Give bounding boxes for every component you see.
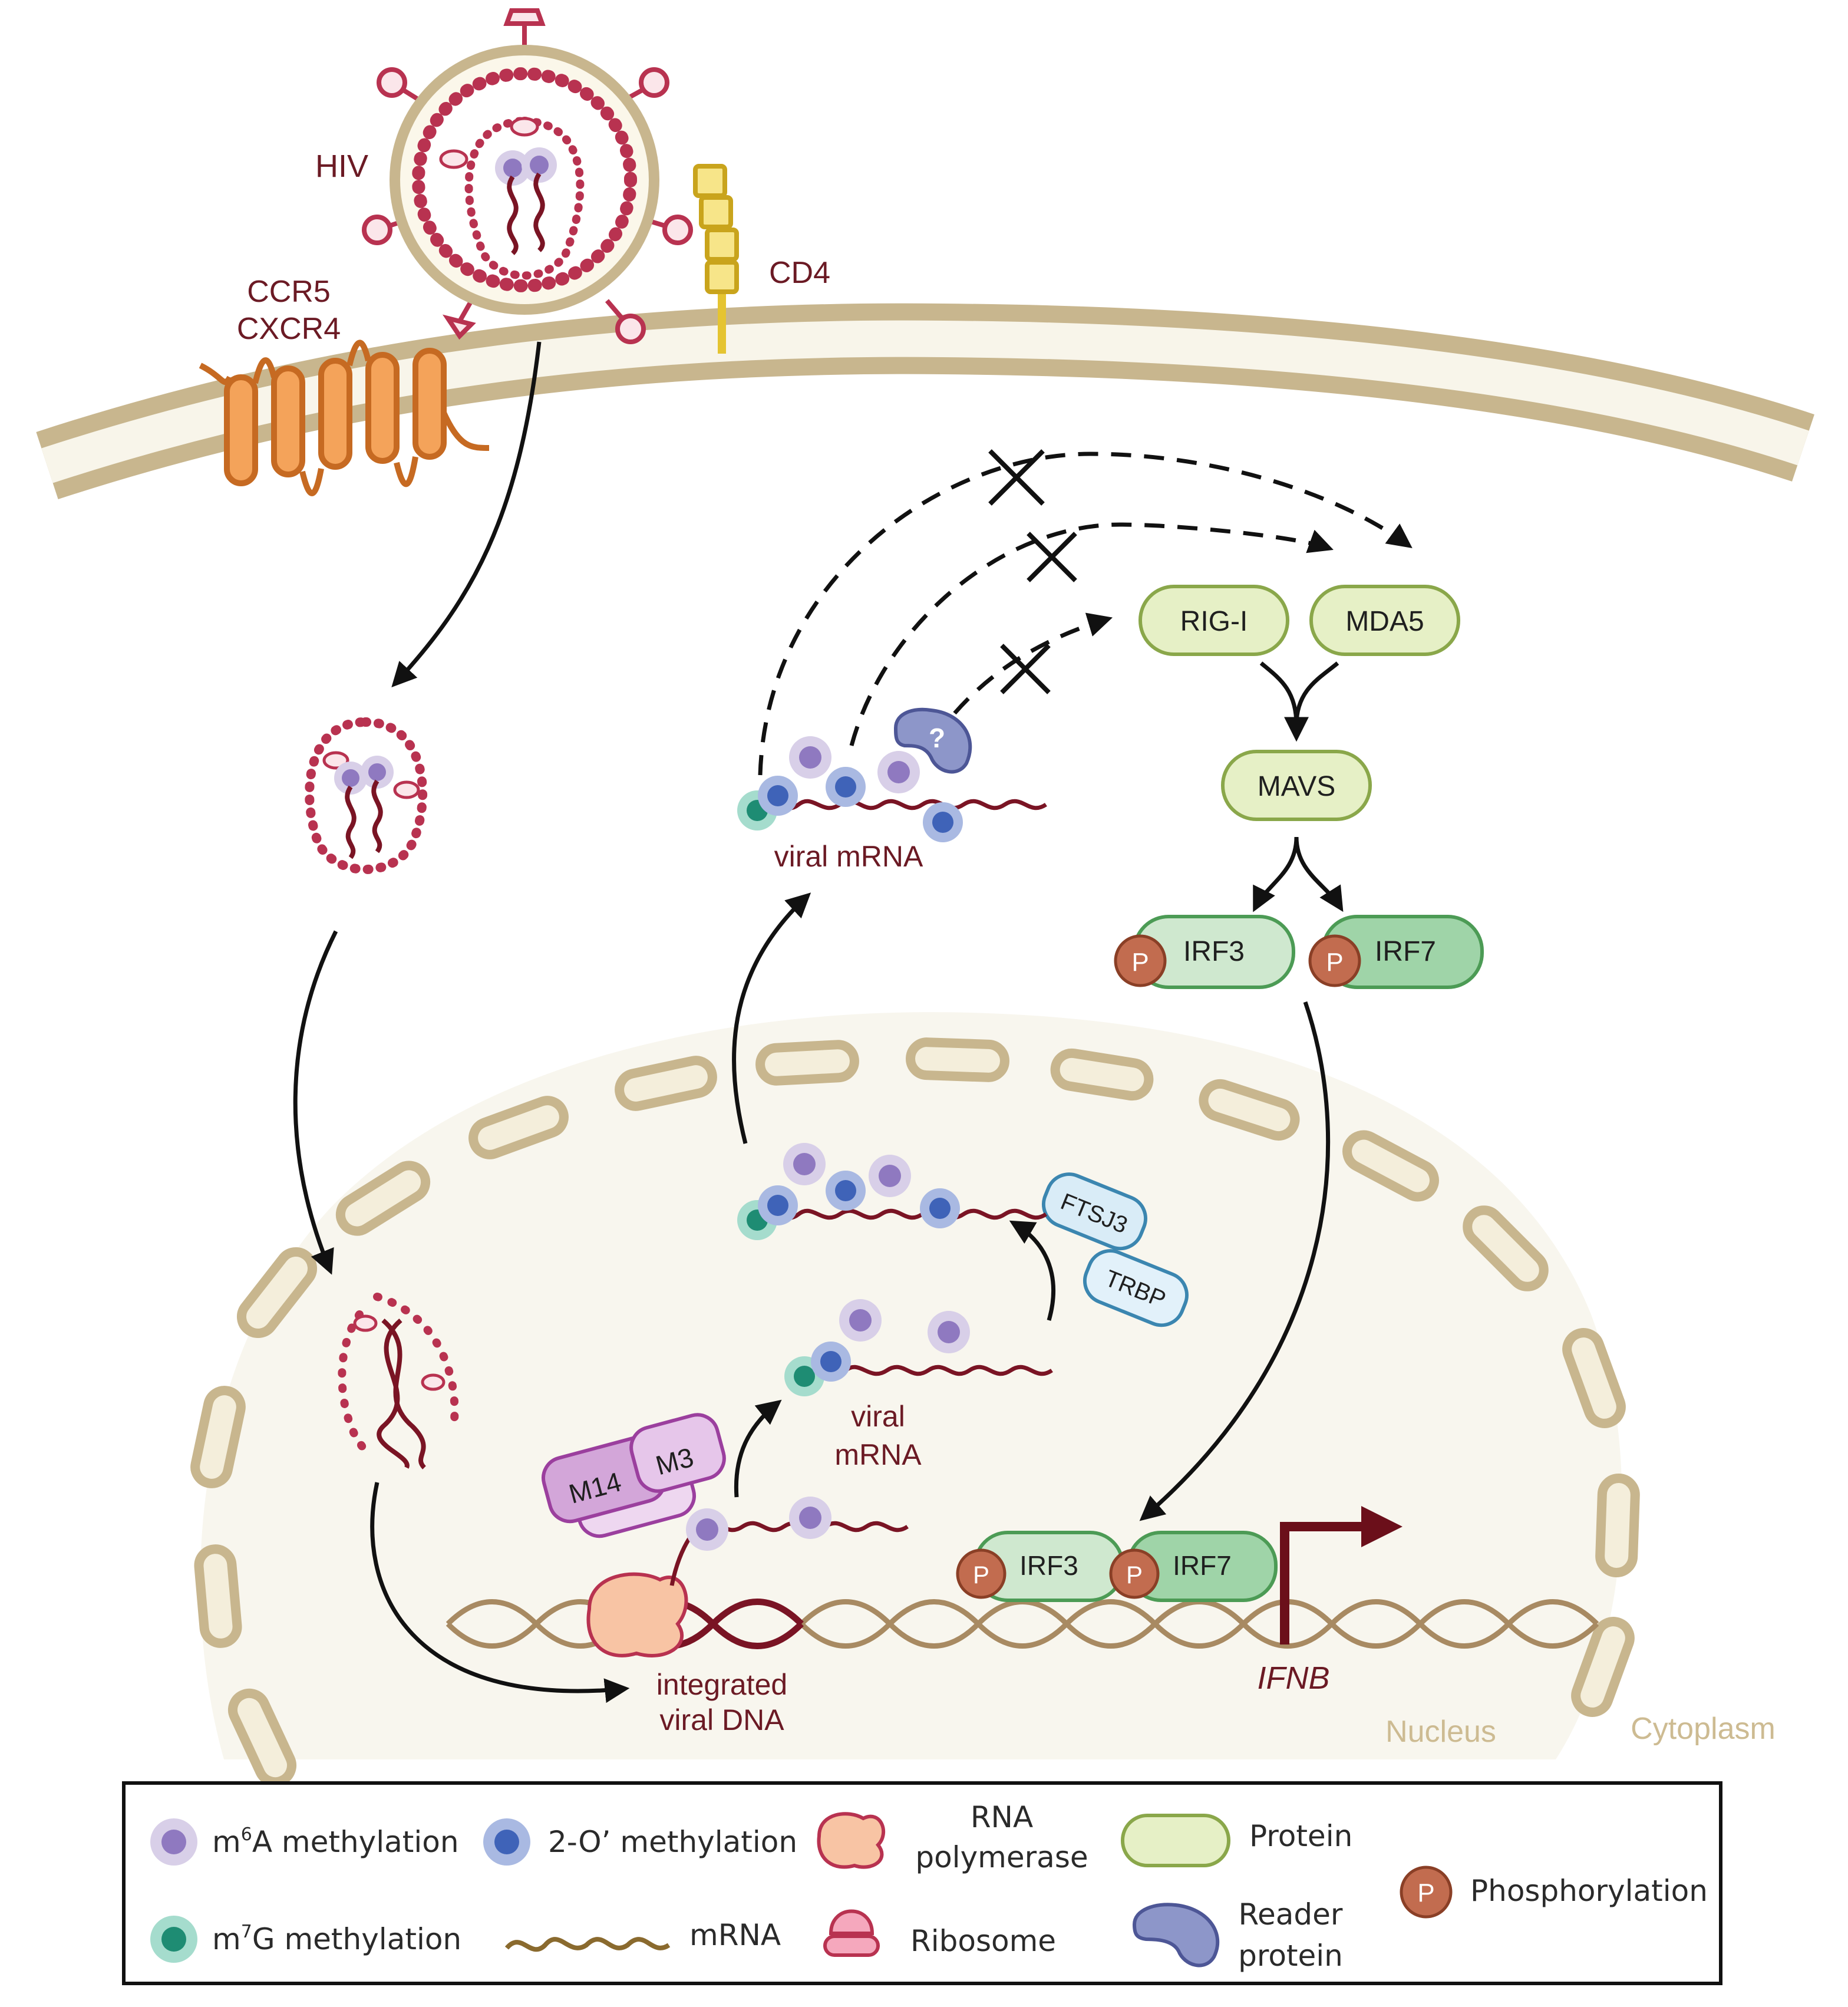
integrated-label-1: integrated [656,1668,787,1701]
capsid-cytoplasm [305,717,428,874]
legend-m6a-sup: 6 [241,1824,252,1845]
arrow-irf-to-nucleus [1139,1001,1331,1521]
viral-mrna-nuc-label-1: viral [851,1400,905,1433]
legend-m7g-sup: 7 [241,1922,252,1942]
legend-ribosome-text: Ribosome [910,1924,1056,1958]
arrow-mavs-to-irf [1253,836,1299,912]
legend-m7g-m: m [212,1922,241,1956]
arrow-nascent-to-mrna [734,1399,782,1498]
cd4-label: CD4 [769,256,830,290]
blocked-sensing-arrows [758,452,1413,776]
nucleus-label: Nucleus [1385,1715,1496,1749]
cytoplasm-label: Cytoplasm [1631,1712,1776,1746]
legend-reader-text-1: Reader [1239,1897,1343,1932]
arrow-to-2o-methylation [1009,1220,1055,1321]
legend-reader-icon [1132,1903,1220,1968]
plasma-membrane [36,303,1814,500]
irf3-nuc-phospho: P [973,1561,989,1589]
legend-2o-icon-core [494,1830,519,1854]
mettl14-mettl3-complex [542,1413,726,1538]
legend-m6a-m: m [212,1825,241,1859]
nuclear-envelope [190,1037,1640,1787]
legend-rnapol-icon [817,1812,885,1869]
irf7-cyto-label: IRF7 [1375,936,1436,967]
legend-m6a-rest: A methylation [252,1825,459,1859]
legend-ribosome-icon [823,1909,880,1957]
reader-question: ? [929,723,945,753]
irf-nucleus [956,1531,1278,1602]
legend-phospho-text: Phosphorylation [1470,1874,1708,1908]
legend-reader-text-2: protein [1238,1939,1343,1973]
arrow-export [732,892,811,1144]
nascent-mrna [669,1497,909,1586]
legend: m6A methylation 2-O’ methylation RNA pol… [122,1781,1722,1985]
irf3-cyto-label: IRF3 [1183,936,1245,967]
legend-phospho-icon [1400,1866,1453,1919]
viral-mrna-nuclear [784,1299,1053,1396]
legend-phospho-symbol: P [1417,1879,1434,1907]
viral-mrna-nuc-label-2: mRNA [834,1438,922,1471]
arrow-capsid-to-nucleus [293,930,338,1275]
ifnb-tss-arrowhead [1361,1506,1402,1547]
cxcr4-label: CXCR4 [237,312,341,346]
mda5-label: MDA5 [1345,606,1424,637]
arrow-to-integration [370,1482,630,1703]
nucleus-region [200,1012,1622,1759]
legend-m6a-text: m6A methylation [212,1824,459,1859]
cd4-receptor [693,164,739,354]
viral-mrna-cytoplasm [737,736,1047,842]
legend-rnapol-text-2: polymerase [915,1840,1088,1874]
irf7-nuc-label: IRF7 [1173,1550,1232,1581]
legend-mrna-text: mRNA [689,1918,781,1952]
reader-protein [893,707,972,774]
arrow-entry [391,341,542,688]
ifnb-label: IFNB [1257,1660,1329,1696]
arrow-sensors-to-mavs [1259,661,1339,726]
hiv-virion [362,8,693,344]
irf7-nuc-phospho: P [1126,1561,1143,1589]
legend-m7g-text: m7G methylation [212,1922,461,1956]
hiv-label: HIV [315,149,368,184]
viral-mrna-modified-nuclear [737,1143,1047,1240]
ccr5-cxcr4-receptor [199,340,490,496]
legend-rnapol-text-1: RNA [971,1800,1033,1834]
legend-m7g-icon-core [161,1927,186,1952]
legend-protein-icon [1121,1814,1230,1867]
ccr5-label: CCR5 [247,275,331,309]
irf7-cyto-phospho: P [1326,948,1343,977]
arrow-mavs-to-irf7 [1294,836,1344,912]
legend-2o-text: 2-O’ methylation [548,1825,797,1859]
mavs-label: MAVS [1258,771,1335,802]
irf3-nuc-label: IRF3 [1019,1550,1078,1581]
legend-m7g-rest: G methylation [252,1922,461,1956]
irf-cytoplasm [1114,915,1484,989]
block-marks [988,449,1077,694]
sensor-proteins [1138,585,1460,821]
legend-mrna-icon [504,1937,671,1952]
irf3-cyto-phospho: P [1131,948,1149,977]
rigi-label: RIG-I [1180,606,1248,637]
ifnb-tss-arrow [1280,1522,1367,1645]
viral-mrna-cyto-label: viral mRNA [774,840,923,873]
rna-polymerase [586,1572,688,1657]
viral-dna-preintegration [338,1293,459,1469]
legend-m6a-icon-core [161,1830,186,1854]
integrated-label-2: viral DNA [659,1703,784,1736]
legend-protein-text: Protein [1249,1819,1352,1853]
legend-box [122,1781,1722,1985]
ftsj3-trbp-complex [1041,1172,1189,1327]
